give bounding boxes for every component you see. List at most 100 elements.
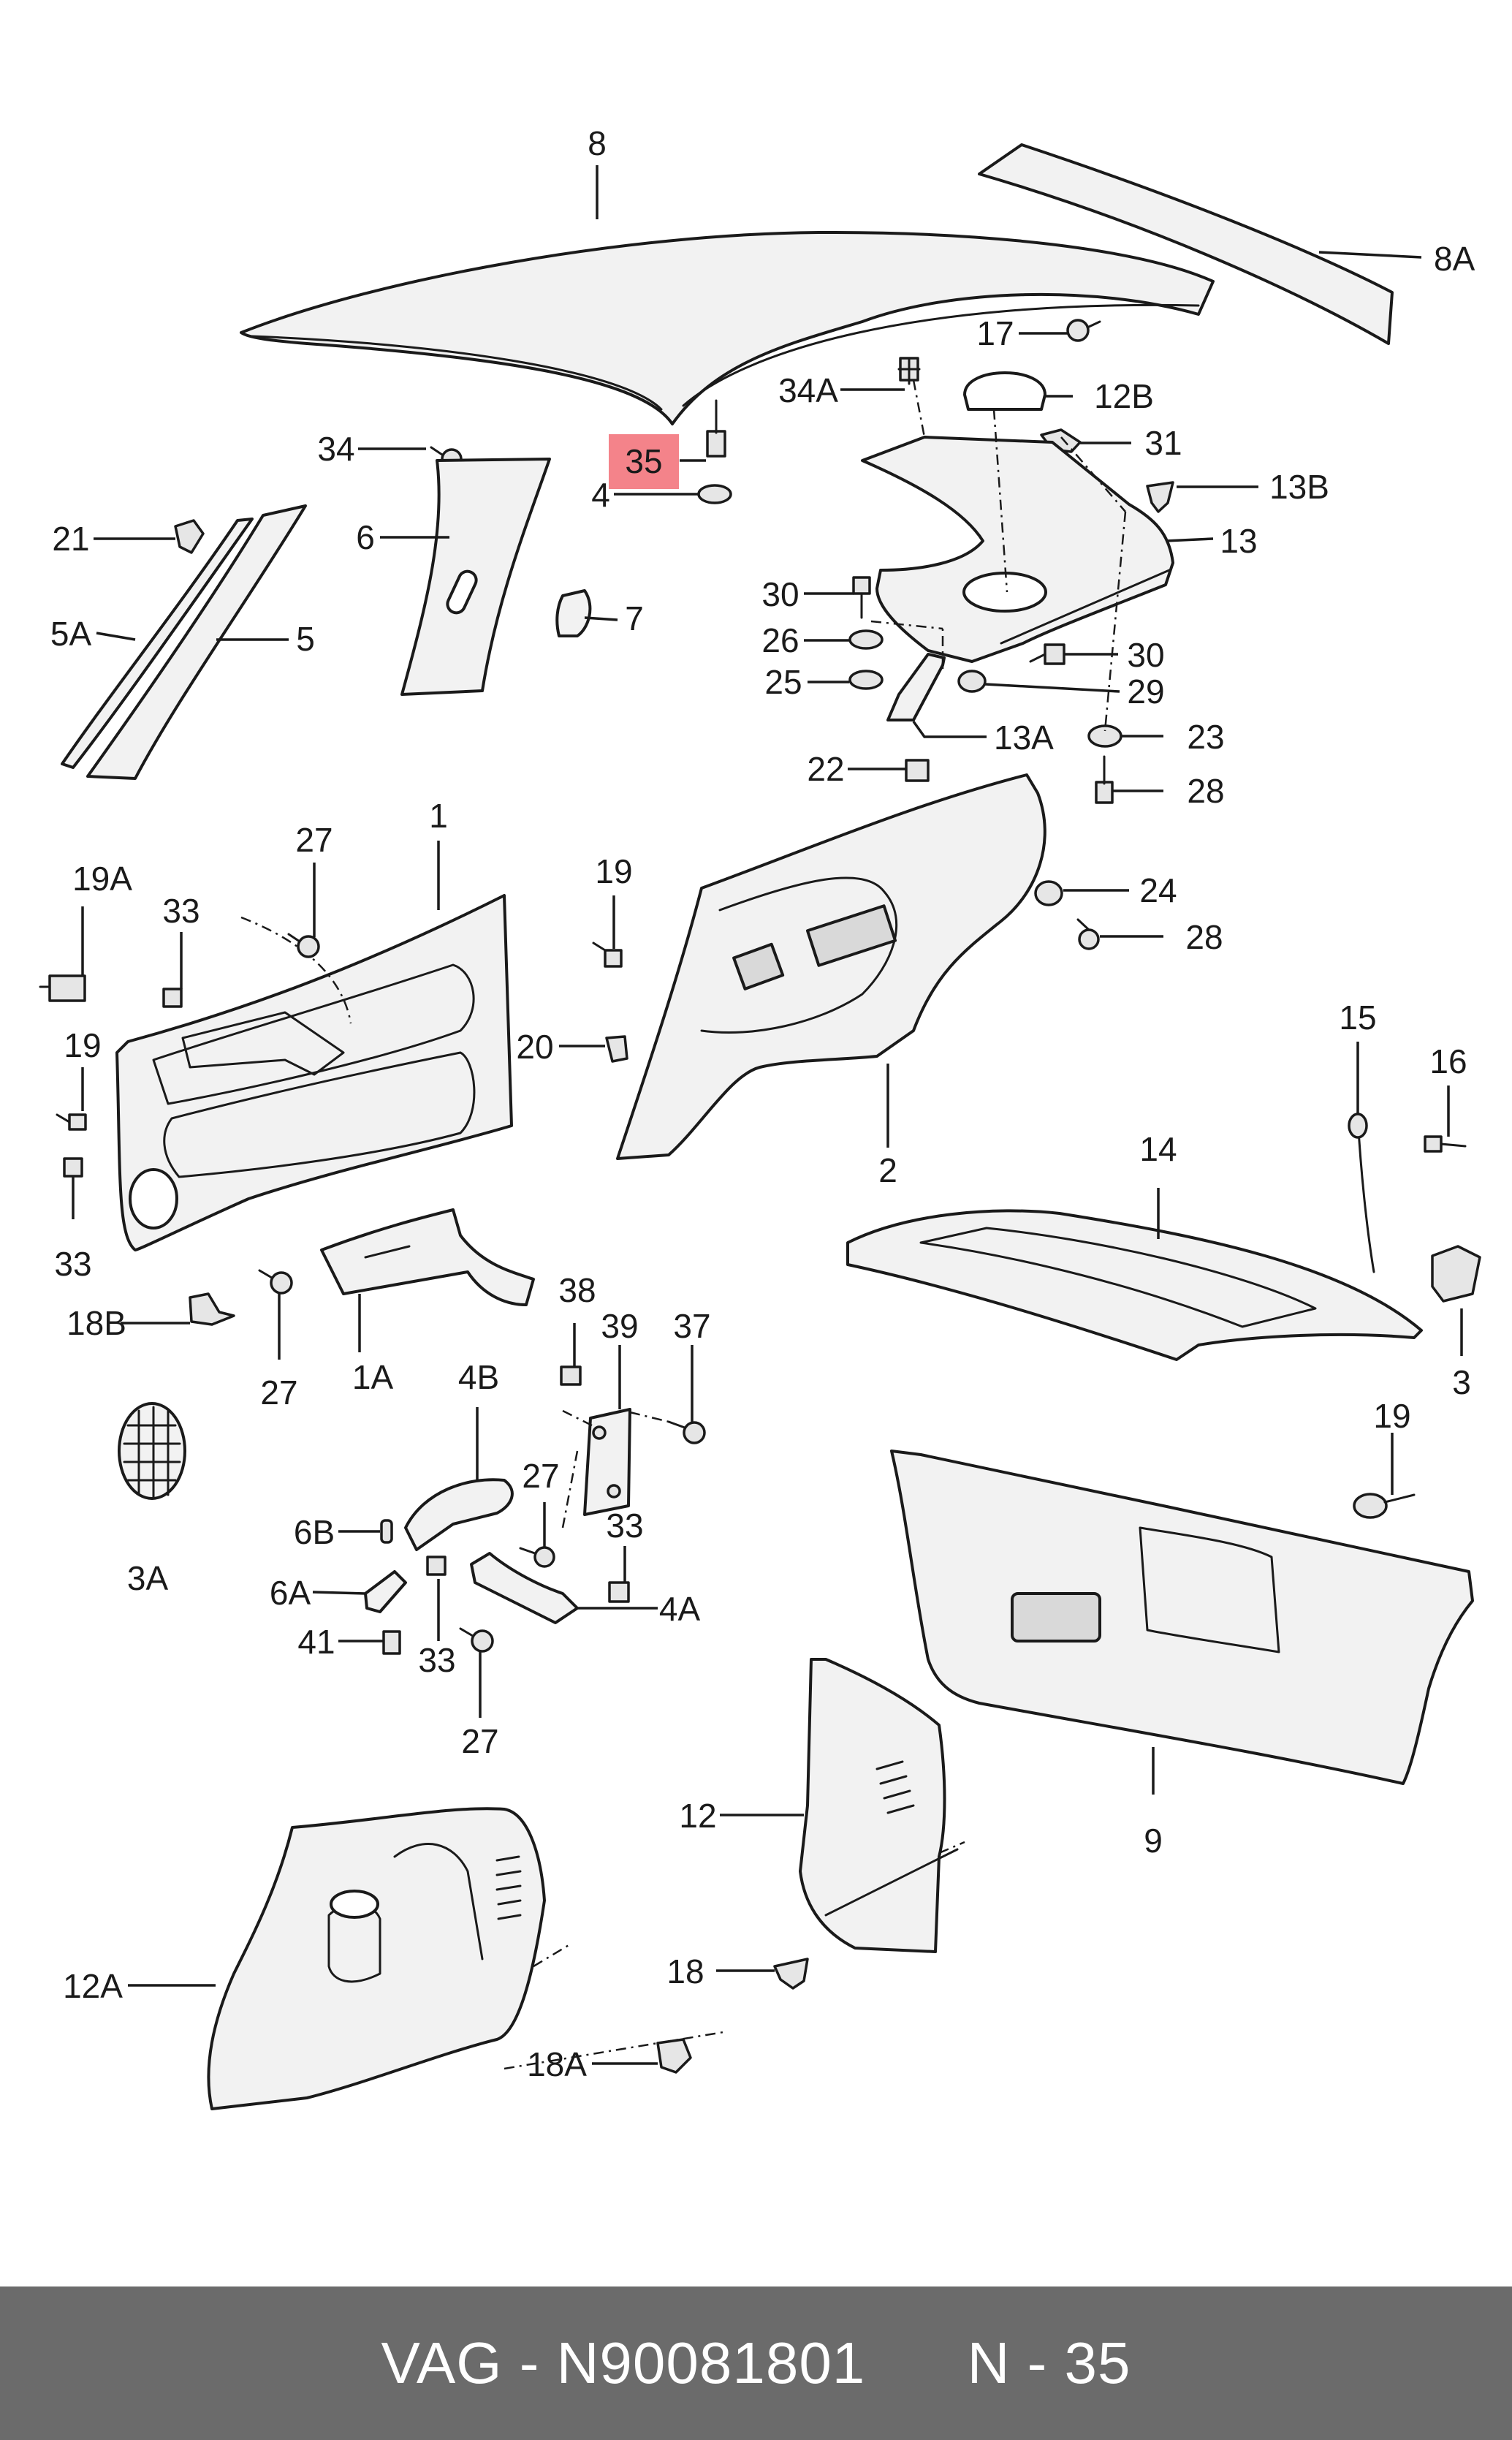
- callout-16: 16: [1429, 1042, 1467, 1080]
- clip-18a: [656, 2038, 692, 2074]
- callout-15: 15: [1339, 999, 1376, 1037]
- washer-25: [848, 670, 884, 690]
- clip-22: [905, 759, 930, 782]
- screw-34a: [897, 357, 921, 385]
- callout-12a: 12A: [63, 1967, 123, 2005]
- callout-27-handle-lower: 27: [461, 1722, 498, 1760]
- callout-29: 29: [1127, 672, 1164, 711]
- clip-18b: [189, 1292, 235, 1326]
- callout-labels: 8 8A 17 34A 12B 31 13B 13 34 35 4 21 6 7…: [50, 124, 1475, 2083]
- clip-33c: [608, 1581, 630, 1603]
- callout-24: 24: [1139, 871, 1177, 909]
- screw-19a: [56, 1113, 87, 1131]
- screw-37: [667, 1420, 706, 1444]
- screw-27c: [519, 1546, 555, 1568]
- callout-5: 5: [296, 620, 315, 658]
- callout-14: 14: [1139, 1130, 1177, 1168]
- callout-34: 34: [317, 430, 354, 468]
- callout-39: 39: [601, 1307, 638, 1345]
- callout-13: 13: [1220, 522, 1257, 560]
- callout-7: 7: [625, 599, 644, 637]
- callout-17: 17: [976, 314, 1014, 352]
- screw-17: [1066, 319, 1101, 342]
- pin-41: [382, 1630, 401, 1655]
- screw-28a: [1095, 755, 1114, 804]
- callout-1: 1: [429, 797, 448, 835]
- callout-1a: 1A: [352, 1358, 394, 1396]
- callout-18a: 18A: [527, 2045, 587, 2083]
- callout-30-upper: 30: [761, 575, 799, 613]
- washer-29: [957, 670, 987, 693]
- lever-6a: [364, 1570, 407, 1613]
- callout-13a: 13A: [994, 719, 1054, 757]
- callout-4b: 4B: [458, 1358, 499, 1396]
- screw-19c: [1353, 1493, 1416, 1519]
- parcel-shelf-14: [846, 1209, 1423, 1361]
- callout-2: 2: [878, 1151, 897, 1189]
- callout-33-handle-right: 33: [606, 1507, 643, 1545]
- callout-28-upper: 28: [1187, 772, 1224, 810]
- rear-trim-panel-9: [890, 1450, 1474, 1785]
- callout-8: 8: [588, 124, 607, 162]
- screw-30b: [1029, 643, 1065, 665]
- callout-5a: 5A: [50, 615, 92, 653]
- clip-18: [773, 1958, 809, 1990]
- clip-20: [605, 1035, 628, 1063]
- handle-recess: [1011, 1592, 1101, 1643]
- washer-23: [1087, 724, 1122, 748]
- callout-6: 6: [356, 518, 375, 556]
- screw-19b: [592, 941, 623, 968]
- window-opening-b: [805, 904, 897, 967]
- wheelhouse-trim-12a: [207, 1807, 546, 2110]
- parts-exploded-diagram: 8 8A 17 34A 12B 31 13B 13 34 35 4 21 6 7…: [39, 124, 1481, 2110]
- screw-27a: [287, 933, 320, 958]
- screw-30a: [852, 576, 871, 619]
- screw-27b: [258, 1269, 293, 1295]
- callout-19-upper: 19: [595, 852, 632, 890]
- callout-27-grip: 27: [260, 1374, 297, 1412]
- callout-35: 35: [625, 442, 662, 480]
- clip-33a: [162, 988, 183, 1008]
- clip-21: [174, 519, 205, 554]
- callout-22: 22: [807, 750, 844, 788]
- cap-12b: [963, 371, 1046, 411]
- callout-38: 38: [558, 1271, 596, 1309]
- highlight-box: [609, 434, 679, 489]
- washer-24: [1034, 880, 1063, 906]
- callout-9: 9: [1144, 1822, 1163, 1860]
- screw-28b: [1076, 918, 1100, 950]
- rear-side-trim-2: [616, 773, 1046, 1160]
- assembly-lines: [504, 379, 1127, 2070]
- speaker-opening: [129, 1168, 178, 1230]
- callout-27-door: 27: [295, 821, 333, 859]
- callout-19a: 19A: [72, 860, 132, 898]
- callout-18: 18: [666, 1952, 704, 1990]
- callout-21: 21: [52, 520, 89, 558]
- clip-33b: [63, 1157, 83, 1178]
- callout-27-handle: 27: [522, 1457, 559, 1495]
- clip-13b: [1146, 481, 1174, 513]
- callout-19-door: 19: [64, 1026, 101, 1064]
- washer-26: [848, 629, 884, 650]
- window-opening-a: [732, 942, 785, 990]
- speaker-grille-3a: [118, 1402, 186, 1500]
- footer-bar: VAG - N90081801 N - 35: [0, 2286, 1512, 2440]
- clip-19a: [39, 974, 86, 1002]
- callout-12: 12: [679, 1797, 716, 1835]
- filler-neck: [330, 1890, 379, 1919]
- callout-23: 23: [1187, 718, 1224, 756]
- pin-6b: [380, 1519, 393, 1544]
- link-rod-4a: [470, 1552, 579, 1624]
- callout-4: 4: [591, 476, 610, 514]
- callout-8a: 8A: [1434, 240, 1475, 278]
- pull-handle-1a: [320, 1208, 535, 1306]
- a-pillar-seal-5a: [61, 518, 254, 769]
- door-handle-4b: [404, 1478, 514, 1551]
- callout-25: 25: [764, 663, 802, 701]
- callout-12b: 12B: [1094, 377, 1154, 415]
- callout-30-lower: 30: [1127, 636, 1164, 674]
- washer-4: [697, 484, 732, 504]
- leader-lines: [72, 165, 1463, 2065]
- screw-38: [560, 1365, 582, 1386]
- knob-3: [1431, 1245, 1481, 1303]
